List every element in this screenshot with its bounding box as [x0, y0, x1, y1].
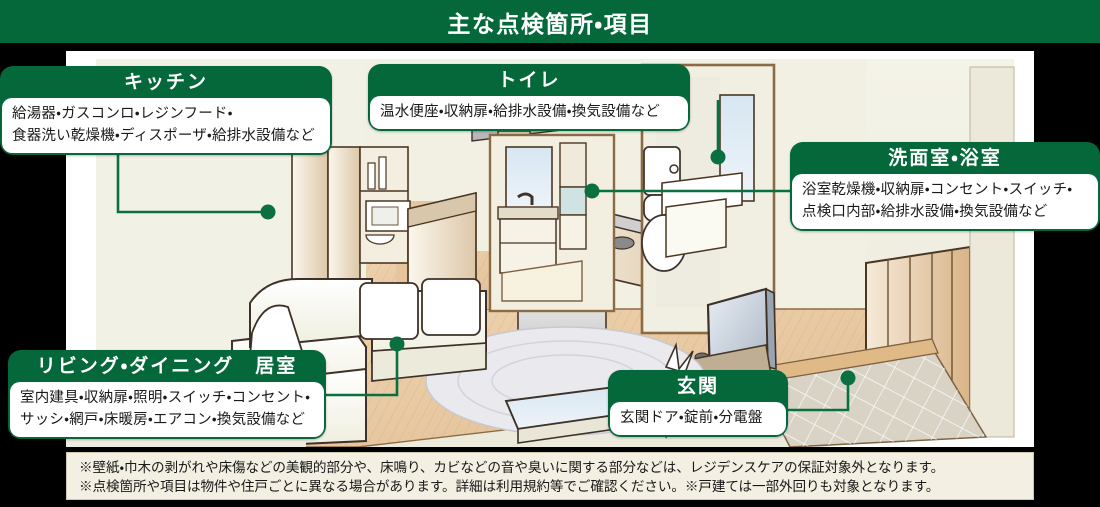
callout-kitchen[interactable]: キッチン 給湯器・ガスコンロ・レジンフード・ 食器洗い乾燥機・ディスポーザ・給排…: [0, 66, 332, 155]
callout-toilet-body: 温水便座・収納扉・給排水設備・換気設備など: [370, 96, 688, 129]
callout-kitchen-title: キッチン: [123, 72, 208, 93]
callout-genkan[interactable]: 玄関 玄関ドア・錠前・分電盤: [608, 370, 788, 437]
callout-living-line-2: サッシ・網戸・床暖房・エアコン・換気設備など: [20, 412, 306, 428]
header-bar: 主な点検箇所・項目: [0, 0, 1100, 43]
callout-bath[interactable]: 洗面室・浴室 浴室乾燥機・収納扉・コンセント・スイッチ・ 点検口内部・給排水設備…: [790, 142, 1100, 231]
callout-toilet-line-1: 温水便座・収納扉・給排水設備・換気設備など: [380, 104, 660, 120]
washroom-area: [488, 133, 616, 313]
callout-kitchen-body: 給湯器・ガスコンロ・レジンフード・ 食器洗い乾燥機・ディスポーザ・給排水設備など: [2, 98, 330, 153]
callout-genkan-body: 玄関ドア・錠前・分電盤: [610, 402, 786, 435]
callout-kitchen-line-2: 食器洗い乾燥機・ディスポーザ・給排水設備など: [12, 128, 315, 144]
callout-living-body: 室内建具・収納扉・照明・スイッチ・コンセント・ サッシ・網戸・床暖房・エアコン・…: [10, 382, 324, 437]
callout-bath-title: 洗面室・浴室: [888, 148, 1002, 169]
callout-bath-line-1: 浴室乾燥機・収納扉・コンセント・スイッチ・: [802, 182, 1073, 198]
footnote-panel: ※壁紙・巾木の剥がれや床傷などの美観的部分や、床鳴り、カビなどの音や臭いに関する…: [66, 452, 1034, 500]
footnote-line-2: ※点検箇所や項目は物件や住戸ごとに異なる場合があります。詳細は利用規約等でご確認…: [79, 479, 940, 494]
callout-toilet-title: トイレ: [497, 70, 561, 91]
callout-bath-line-2: 点検口内部・給排水設備・換気設備など: [802, 204, 1048, 220]
page-title: 主な点検箇所・項目: [447, 11, 653, 37]
footnote-line-1: ※壁紙・巾木の剥がれや床傷などの美観的部分や、床鳴り、カビなどの音や臭いに関する…: [79, 460, 945, 475]
callout-toilet[interactable]: トイレ 温水便座・収納扉・給排水設備・換気設備など: [368, 64, 690, 131]
callout-genkan-title: 玄関: [676, 376, 719, 397]
genkan-tile-floor: [749, 338, 988, 447]
callout-living[interactable]: リビング・ダイニング 居室 室内建具・収納扉・照明・スイッチ・コンセント・ サッ…: [8, 350, 326, 439]
callout-kitchen-line-1: 給湯器・ガスコンロ・レジンフード・: [12, 106, 233, 122]
callout-genkan-line-1: 玄関ドア・錠前・分電盤: [620, 410, 763, 426]
callout-bath-body: 浴室乾燥機・収納扉・コンセント・スイッチ・ 点検口内部・給排水設備・換気設備など: [792, 174, 1098, 229]
callout-living-title: リビング・ダイニング 居室: [36, 356, 298, 377]
callout-living-line-1: 室内建具・収納扉・照明・スイッチ・コンセント・: [20, 390, 311, 406]
